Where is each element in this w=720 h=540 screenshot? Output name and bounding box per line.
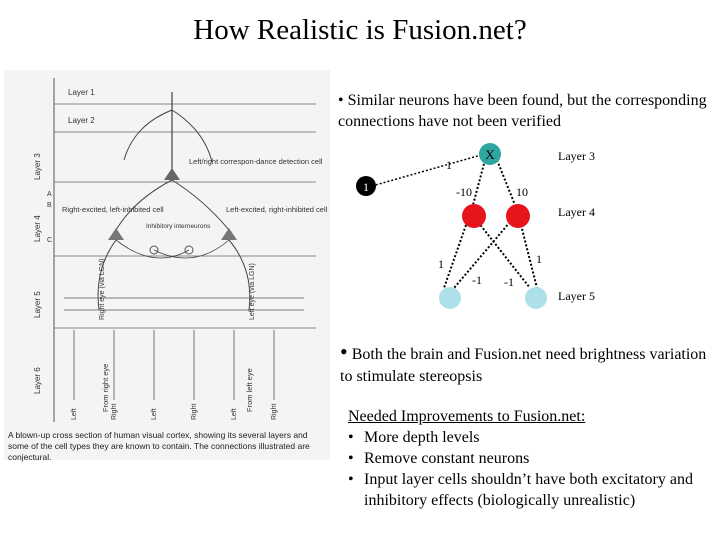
weight-right-outer: 1: [536, 252, 542, 266]
bullet-similar-neurons: • Similar neurons have been found, but t…: [338, 92, 707, 130]
weight-right-cross: -1: [504, 275, 514, 289]
improvements-heading: Needed Improvements to Fusion.net:: [348, 408, 586, 425]
net-layer3-label: Layer 3: [558, 149, 595, 163]
layer-label: Layer 5: [33, 291, 42, 318]
edge: [453, 221, 511, 289]
interneuron: [149, 245, 159, 255]
bullet-brightness-text: Both the brain and Fusion.net need brigh…: [340, 346, 707, 385]
layer4-cell: [108, 228, 124, 240]
bottom-label: Left: [231, 408, 238, 420]
weight-left-cross: -1: [472, 273, 482, 287]
input-fiber: [153, 239, 230, 259]
weight-right-top: 10: [516, 185, 528, 199]
axon-branch: [171, 179, 230, 231]
bullet-dot: •: [340, 339, 348, 364]
sublayer-label: C: [47, 237, 52, 244]
dendrite: [171, 109, 213, 163]
bottom-label: Right: [111, 404, 118, 420]
list-item: Remove constant neurons: [348, 448, 718, 469]
figure-caption: A blown-up cross section of human visual…: [8, 430, 310, 462]
bias-node-label: 1: [363, 180, 369, 194]
edge: [371, 154, 482, 187]
right-lgn-label: Right eye (via LGN): [99, 259, 106, 320]
detection-cell-label: Left/right correspon-dance detection cel…: [189, 157, 323, 166]
layer4-node-left: [462, 204, 486, 228]
from-right-eye-label: From right eye: [101, 364, 110, 412]
layer-label: Layer 1: [68, 88, 95, 97]
cortex-diagram: Layer 1 Layer 2 Layer 3 Layer 4 Layer 5 …: [33, 78, 328, 422]
sublayer-label: B: [47, 202, 52, 209]
layer-label: Layer 2: [68, 116, 95, 125]
detection-cell: [164, 168, 180, 180]
fusion-net-diagram: X 1 1 -10 10 1 1 -1 -1 Layer 3 Layer 4 L…: [356, 143, 595, 309]
sublayer-label: A: [47, 191, 52, 198]
edge: [472, 159, 486, 206]
from-left-eye-label: From left eye: [245, 368, 254, 412]
input-fiber: [228, 239, 251, 311]
bias-node: [356, 176, 376, 196]
layer4-node-right: [506, 204, 530, 228]
dendrite: [123, 109, 173, 161]
input-fiber: [97, 239, 117, 311]
layer4-cell: [221, 228, 237, 240]
bottom-label: Right: [191, 404, 198, 420]
edge: [520, 224, 538, 289]
net-layer4-label: Layer 4: [558, 205, 595, 219]
bottom-label: Left: [71, 408, 78, 420]
list-item: Input layer cells shouldn’t have both ex…: [348, 469, 718, 511]
weight-left-outer: 1: [438, 257, 444, 271]
node-x: [479, 143, 501, 165]
right-excited-label: Right-excited, left-inhibited cell: [62, 205, 164, 214]
bottom-label: Right: [271, 404, 278, 420]
interneurons-label: Inhibitory interneurons: [146, 223, 211, 230]
visual-cortex-figure: Layer 1 Layer 2 Layer 3 Layer 4 Layer 5 …: [4, 70, 330, 460]
bullet-brightness: • Both the brain and Fusion.net need bri…: [340, 341, 715, 388]
bias-weight: 1: [446, 158, 452, 172]
node-x-label: X: [485, 147, 495, 162]
layer-label: Layer 6: [33, 367, 42, 394]
axon-branch: [115, 179, 173, 231]
bottom-label: Left: [151, 408, 158, 420]
left-lgn-label: Left eye (via LGN): [249, 263, 256, 320]
layer-label: Layer 3: [33, 153, 42, 180]
layer5-node-right: [525, 287, 547, 309]
input-fiber: [115, 239, 190, 259]
list-item: More depth levels: [348, 427, 718, 448]
slide-title: How Realistic is Fusion.net?: [193, 14, 527, 46]
weight-left-top: -10: [456, 185, 472, 199]
improvements-list: More depth levels Remove constant neuron…: [348, 427, 718, 511]
layer5-node-left: [439, 287, 461, 309]
edge: [443, 224, 467, 289]
edge: [496, 159, 516, 206]
left-excited-label: Left-excited, right-inhibited cell: [226, 205, 328, 214]
layer-label: Layer 4: [33, 215, 42, 242]
interneuron: [184, 245, 194, 255]
net-layer5-label: Layer 5: [558, 289, 595, 303]
improvements-section: Needed Improvements to Fusion.net: More …: [348, 406, 718, 511]
